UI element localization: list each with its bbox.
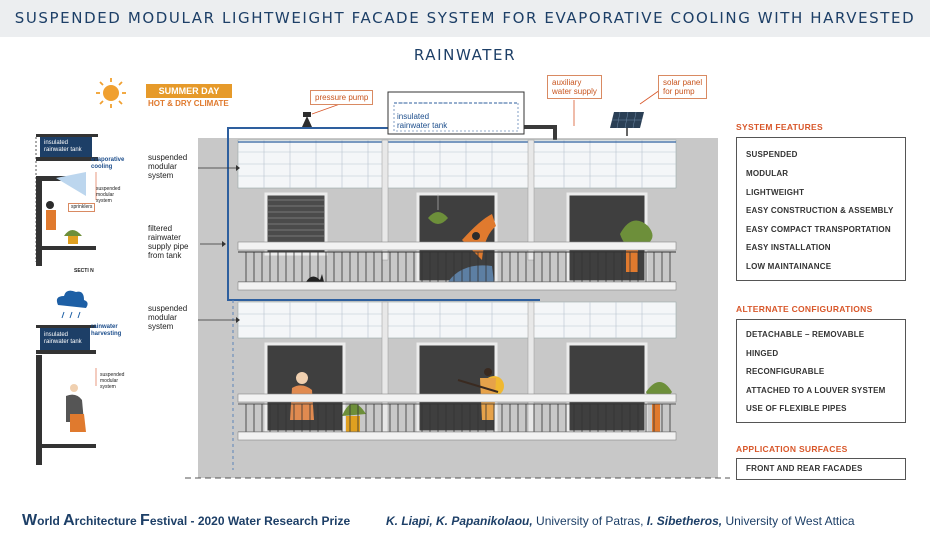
config-item: HINGED: [746, 349, 779, 358]
lower-plant-left-icon: [342, 403, 366, 432]
footer-authors: K. Liapi, K. Papanikolaou, University of…: [386, 514, 855, 528]
feature-item: EASY CONSTRUCTION & ASSEMBLY: [746, 206, 894, 215]
section-top: [35, 134, 98, 266]
config-item: RECONFIGURABLE: [746, 367, 825, 376]
config-item: USE OF FLEXIBLE PIPES: [746, 404, 847, 413]
upper-panel-band: [237, 139, 677, 261]
feature-item: MODULAR: [746, 169, 789, 178]
feature-item: LIGHTWEIGHT: [746, 188, 805, 197]
lower-balcony-slab: [237, 393, 677, 403]
feature-item: EASY INSTALLATION: [746, 243, 831, 252]
summer-day-badge: SUMMER DAY: [146, 84, 232, 98]
alternate-config-heading: ALTERNATE CONFIGURATIONS: [736, 304, 873, 314]
rainwater-tank: [387, 91, 525, 135]
lower-panel-band: [237, 301, 677, 433]
page-title: SUSPENDED MODULAR LIGHTWEIGHT FACADE SYS…: [14, 9, 916, 64]
surface-item: FRONT AND REAR FACADES: [746, 464, 863, 473]
feature-item: EASY COMPACT TRANSPORTATION: [746, 225, 891, 234]
application-surfaces-box: FRONT AND REAR FACADES: [736, 458, 906, 480]
section-mark: SECTI N: [74, 268, 94, 274]
pressure-pump-icon: [302, 112, 312, 127]
facade-illustration: [35, 78, 730, 479]
solar-panel-icon: [610, 111, 644, 136]
feature-item: SUSPENDED: [746, 150, 798, 159]
pressure-pump-callout: pressure pump: [310, 90, 374, 105]
feature-item: LOW MAINTAINANCE: [746, 262, 832, 271]
upper-balcony-slab: [237, 241, 677, 251]
system-features-heading: SYSTEM FEATURES: [736, 122, 823, 132]
hanging-plant-icon: [428, 194, 448, 224]
rain-cloud-icon: [56, 290, 88, 308]
system-features-box: SUSPENDED MODULAR LIGHTWEIGHT EASY CONST…: [736, 137, 906, 281]
application-surfaces-heading: APPLICATION SURFACES: [736, 444, 848, 454]
sun-icon: [96, 78, 126, 108]
footer-prize: World Architecture Festival - 2020 Water…: [22, 512, 351, 529]
climate-subtitle: HOT & DRY CLIMATE: [148, 99, 229, 108]
cat-icon: [306, 274, 324, 282]
alternate-config-box: DETACHABLE – REMOVABLE HINGED RECONFIGUR…: [736, 319, 906, 423]
title-bar: [0, 0, 930, 37]
config-item: ATTACHED TO A LOUVER SYSTEM: [746, 386, 886, 395]
section-bottom: [36, 290, 97, 465]
sprinklers-label: sprinklers: [68, 203, 96, 212]
config-item: DETACHABLE – REMOVABLE: [746, 330, 865, 339]
